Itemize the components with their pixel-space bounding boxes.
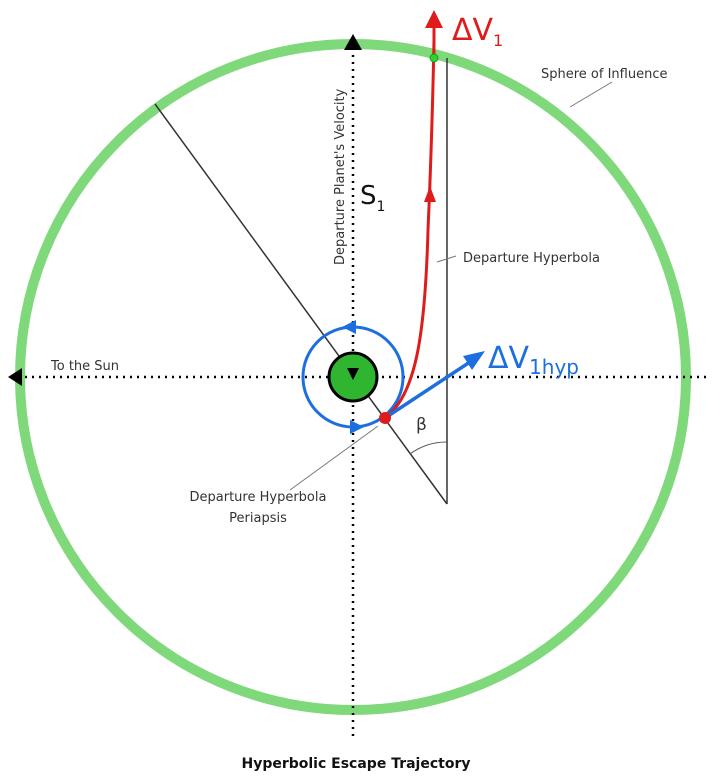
departure-planet-velocity-label: Departure Planet's Velocity — [333, 88, 348, 265]
departure-hyperbola-trajectory — [384, 39, 436, 420]
delta-v1hyp-label: ΔV1hyp — [488, 341, 579, 379]
diagonal-line — [154, 103, 448, 505]
periapsis-label-line2: Periapsis — [229, 511, 287, 526]
s1-label: S1 — [360, 181, 385, 215]
trajectory-arrow-icon — [424, 186, 436, 202]
hyperbola-leader-line — [436, 255, 457, 263]
departure-hyperbola-label: Departure Hyperbola — [463, 251, 600, 266]
delta-v1hyp-arrow — [384, 360, 471, 420]
sphere-leader-line — [569, 81, 613, 108]
orbit-arrow-top-icon — [342, 320, 356, 334]
to-the-sun-label: To the Sun — [50, 359, 119, 374]
planet-center-arrow-icon — [347, 368, 359, 380]
left-arrowhead-icon — [8, 368, 22, 386]
periapsis-leader-line — [289, 425, 379, 491]
delta-v1hyp-arrowhead-icon — [463, 351, 485, 370]
orbit-arrow-bottom-icon — [350, 420, 364, 434]
periapsis-label-line1: Departure Hyperbola — [190, 490, 327, 505]
periapsis-point — [379, 412, 391, 424]
beta-label: β — [416, 415, 427, 435]
top-arrowhead-icon — [344, 34, 362, 50]
sphere-of-influence-label: Sphere of Influence — [541, 67, 667, 82]
delta-v1-label: ΔV1 — [452, 13, 503, 50]
beta-angle-arc — [409, 441, 448, 455]
delta-v1-arrowhead-icon — [425, 10, 443, 28]
caption: Hyperbolic Escape Trajectory — [241, 756, 470, 772]
soi-crossing-marker — [429, 53, 439, 63]
